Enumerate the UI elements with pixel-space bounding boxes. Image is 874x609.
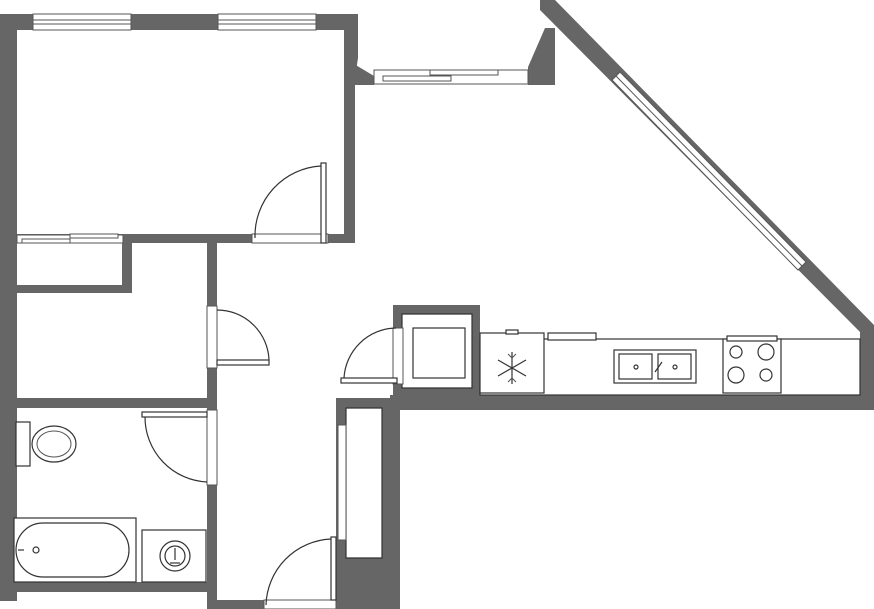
closet-bottom-wall: [0, 285, 132, 293]
kitchen: [412, 327, 861, 396]
kitchen-bottom-wall: [390, 395, 874, 410]
entry-door-leaf: [330, 536, 337, 601]
bedroom-door-swing: [254, 165, 322, 239]
entry-door-opening: [263, 599, 337, 609]
bathroom-door-leaf: [141, 411, 208, 418]
bathroom-door-opening: [206, 409, 218, 486]
pantry-door-swing: [343, 327, 397, 379]
storage-door-opening: [206, 305, 218, 369]
refrigerator-icon: [412, 327, 466, 379]
nook-right-wall: [528, 28, 555, 85]
closet-right-wall: [122, 243, 132, 293]
bedroom-window-right: [217, 13, 317, 31]
nook-sliding-panel-a: [429, 69, 499, 76]
storage-door-swing: [216, 309, 270, 361]
bathtub-icon: [13, 517, 137, 583]
storage-bottom-wall: [0, 398, 217, 408]
freezer-handle: [505, 329, 519, 335]
hall-closet-sliding-door: [337, 424, 347, 541]
bathroom-door-swing: [144, 416, 208, 483]
closet-sliding-panel-b: [21, 238, 71, 244]
bedroom-window-left: [32, 13, 132, 31]
pantry-door-leaf: [340, 377, 398, 384]
windows: [32, 13, 807, 271]
entry-door-swing: [265, 538, 332, 606]
storage-door-leaf: [216, 359, 270, 366]
toilet-icon: [15, 421, 77, 467]
left-exterior-wall: [0, 17, 17, 601]
bedroom-door-leaf: [320, 162, 327, 244]
bathroom-sink-icon: [141, 529, 207, 583]
nook-sliding-panel-b: [382, 75, 452, 82]
hall-closet-interior: [345, 407, 383, 559]
stove-icon: [722, 335, 782, 394]
bathroom-bottom-wall: [0, 582, 217, 592]
counter-appliance: [547, 332, 597, 341]
double-sink-icon: [613, 349, 697, 384]
bedroom-door-opening: [251, 233, 329, 244]
closet-sliding-panel-a: [69, 233, 119, 239]
bathroom: [13, 421, 207, 583]
right-exterior-wall: [860, 325, 874, 410]
freezer-snowflake-icon: [497, 352, 527, 384]
swing-doors: [141, 162, 404, 609]
pantry-door-opening: [392, 327, 404, 385]
nook-left-wall: [344, 58, 374, 85]
sliding-doors: [16, 69, 529, 541]
